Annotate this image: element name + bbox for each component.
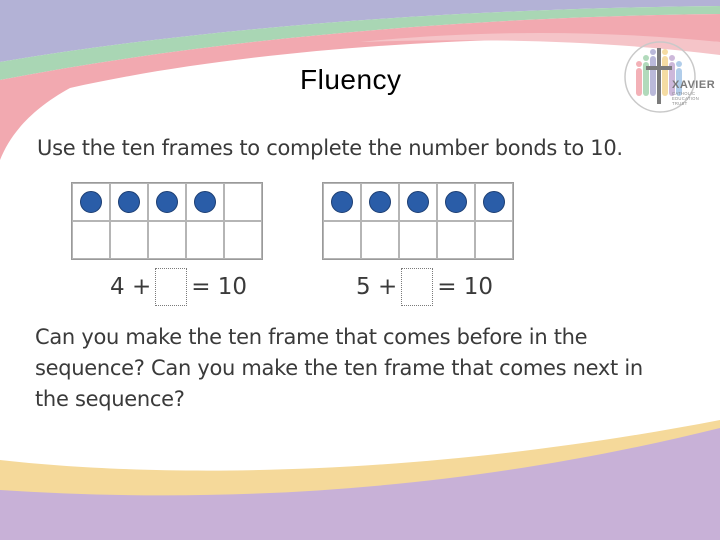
counter-dot (407, 191, 429, 213)
ten-frame-cell (323, 221, 361, 259)
equation-1: 4 + = 10 (110, 268, 247, 306)
ten-frame-cell (110, 183, 148, 221)
ten-frame-cell (72, 183, 110, 221)
equation-2: 5 + = 10 (356, 268, 493, 306)
ten-frame-cell (224, 221, 262, 259)
logo-line-2: EDUCATION (672, 96, 700, 102)
ten-frame-cell (475, 183, 513, 221)
equation-2-left: 5 + (356, 274, 398, 300)
ten-frame-cell (186, 221, 224, 259)
ten-frame-cell (437, 183, 475, 221)
ten-frame-cell (72, 221, 110, 259)
counter-dot (369, 191, 391, 213)
ten-frame-cell (475, 221, 513, 259)
ten-frame-cell (110, 221, 148, 259)
question-line-1: Can you make the ten frame that comes be… (35, 325, 588, 349)
logo-name: XAVIER (672, 79, 716, 91)
counter-dot (118, 191, 140, 213)
ten-frame-cell (399, 221, 437, 259)
ten-frame-2 (322, 182, 514, 260)
ten-frame-cell (399, 183, 437, 221)
answer-box-1[interactable] (155, 268, 188, 306)
logo-line-1: CATHOLIC (672, 91, 696, 96)
equation-2-right: = 10 (437, 274, 494, 300)
counter-dot (80, 191, 102, 213)
counter-dot (156, 191, 178, 213)
equation-1-right: = 10 (191, 274, 248, 300)
ten-frame-1 (71, 182, 263, 260)
logo-wordmark: XAVIER CATHOLIC EDUCATION TRUST (672, 80, 715, 107)
logo-line-3: TRUST (672, 101, 688, 107)
xavier-trust-logo (624, 41, 696, 113)
counter-dot (194, 191, 216, 213)
ten-frame-cell (361, 183, 399, 221)
equation-1-left: 4 + (110, 274, 152, 300)
question-text: Can you make the ten frame that comes be… (35, 322, 675, 415)
ten-frame-cell (148, 183, 186, 221)
counter-dot (483, 191, 505, 213)
ten-frame-cell (224, 183, 262, 221)
counter-dot (331, 191, 353, 213)
ten-frame-cell (186, 183, 224, 221)
question-line-2: sequence? Can you make the ten frame tha… (35, 356, 643, 380)
counter-dot (445, 191, 467, 213)
question-line-3: the sequence? (35, 387, 185, 411)
ten-frame-cell (148, 221, 186, 259)
instruction-text: Use the ten frames to complete the numbe… (37, 136, 623, 160)
slide-title: Fluency (300, 64, 402, 95)
ten-frame-cell (323, 183, 361, 221)
answer-box-2[interactable] (401, 268, 434, 306)
ten-frame-cell (437, 221, 475, 259)
ten-frame-cell (361, 221, 399, 259)
